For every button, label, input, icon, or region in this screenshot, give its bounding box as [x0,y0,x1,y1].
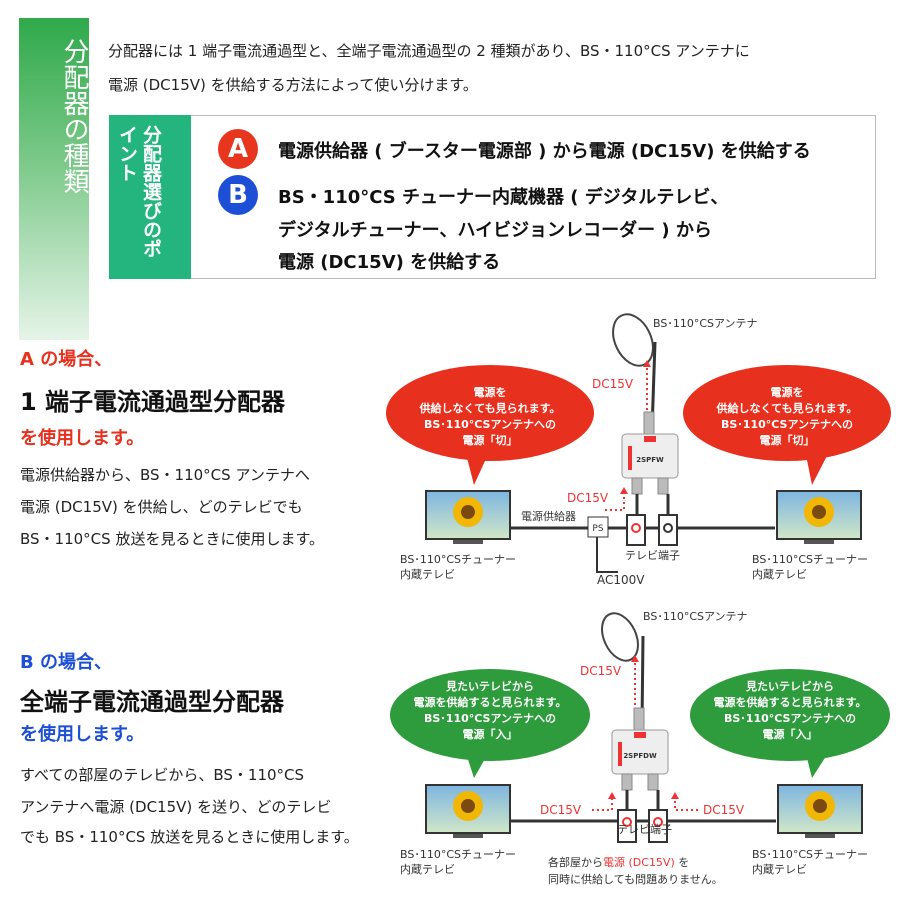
antenna-dish-icon [601,612,639,662]
diagram-label: 電源を供給すると見られます。 [414,695,567,709]
diagram-shape [386,365,594,461]
diagram-b: BS･110°CSアンテナ DC15V 見たいテレビから 電源を供給すると見られ… [390,610,890,886]
diagram-label: 内蔵テレビ [752,862,807,876]
wall-socket [626,514,646,546]
diagram-shape [674,797,698,811]
point-b-text-3: 電源 (DC15V) を供給する [278,252,501,273]
diagram-label: 電源供給器 [521,509,576,523]
point-b-text-1: BS・110°CS チューナー内蔵機器 ( デジタルテレビ、 [278,187,729,208]
diagram-shape [596,537,618,573]
diagram-label: 電源を [771,385,804,399]
note-line-1: 各部屋から電源 (DC15V) を [548,855,689,869]
diagram-shape [690,669,890,761]
section-sidebar-bar [19,18,89,340]
bubble-right: 電源を 供給しなくても見られます。 BS･110°CSアンテナへの 電源「切」 [683,365,891,485]
diagram-label: テレビ端子 [617,823,672,836]
intro-line-2: 電源 (DC15V) を供給する方法によって使い分けます。 [108,76,478,94]
diagram-label: BS･110°CSアンテナへの [724,712,856,725]
diagram-label: BS･110°CSチューナー [400,553,516,566]
diagram-label: BS･110°CSチューナー [752,553,868,566]
diagram-label: PS [592,524,603,534]
wall-socket [658,514,678,546]
diagram-shape [631,523,641,533]
point-a-text: 電源供給器 ( ブースター電源部 ) から電源 (DC15V) を供給する [278,141,811,162]
diagram-label: 電源を [474,385,507,399]
point-b-text-2: デジタルチューナー、ハイビジョンレコーダー ) から [278,220,712,241]
diagram-label: 電源「切」 [760,433,815,447]
diagram-label: DC15V [703,803,745,817]
diagram-shape [605,492,625,511]
case-b-desc-3: でも BS・110°CS 放送を見るときに使用します。 [20,828,359,846]
diagram-label: 電源「入」 [763,727,818,741]
diagram-label: BS･110°CSアンテナ [643,610,748,623]
dc-ps-label: DC15V [567,491,609,505]
diagram-shape [663,523,673,533]
diagram-a: BS･110°CSアンテナ DC15V 電源を 供給しなくても見られます。 BS… [386,313,891,587]
intro-line-1: 分配器には 1 端子電流通過型と、全端子電流通過型の 2 種類があり、BS・11… [108,42,750,60]
points-label-bg [109,115,191,279]
diagram-label: AC100V [597,573,645,587]
diagram-label: 電源「切」 [463,433,518,447]
diagram-label: BS･110°CSチューナー [752,848,868,861]
case-a-heading: A の場合、 [20,349,113,370]
points-label: 分配器選びのポイント [116,125,162,258]
diagram-label: 2SPFW [636,456,664,464]
note-line-2: 同時に供給しても問題ありません。 [548,872,723,886]
diagram-shape [390,669,590,761]
diagram-shape [683,365,891,461]
diagram-label: DC15V [580,664,622,678]
tv-left-icon [425,490,511,544]
tv-left-icon [425,784,511,838]
diagram-label: 見たいテレビから [445,679,534,693]
case-a-title: 1 端子電流通過型分配器 [20,388,286,416]
diagram-label: 内蔵テレビ [400,567,455,581]
case-b-desc-1: すべての部屋のテレビから、BS・110°CS [20,766,305,784]
diagram-label: 内蔵テレビ [400,862,455,876]
diagram-shape [653,817,663,827]
diagram-label: BS･110°CSアンテナへの [424,418,556,431]
badge-b: B [218,175,258,215]
case-b-title: 全端子電流通過型分配器 [20,688,284,716]
diagram-label: 電源を供給すると見られます。 [714,695,867,709]
diagram-shape [622,817,632,827]
diagram-label: BS･110°CSチューナー [400,848,516,861]
diagram-label: テレビ端子 [625,549,680,562]
diagram-shape [620,487,628,494]
section-title: 分配器の種類 [59,38,89,194]
case-a-subtitle: を使用します。 [20,428,145,449]
diagram-label: 電源「入」 [463,727,518,741]
case-b-heading: B の場合、 [20,652,112,673]
antenna-dish-icon [612,313,654,367]
badge-a: A [218,129,258,169]
bubble-left: 電源を 供給しなくても見られます。 BS･110°CSアンテナへの 電源「切」 [386,365,594,485]
dc-top-label: DC15V [592,377,634,391]
tv-right-icon [777,784,863,838]
bubble-right: 見たいテレビから 電源を供給すると見られます。 BS･110°CSアンテナへの … [690,669,890,778]
case-a-desc-1: 電源供給器から、BS・110°CS アンテナへ [20,466,310,484]
diagram-label: 供給しなくても見られます。 [418,401,560,415]
diagram-label: BS･110°CSアンテナへの [721,418,853,431]
diagram-label: 供給しなくても見られます。 [715,401,857,415]
case-a-desc-2: 電源 (DC15V) を供給し、どのテレビでも [20,498,303,516]
splitter-icon [621,411,679,495]
diagram-label: 内蔵テレビ [752,567,807,581]
diagram-label: DC15V [540,803,582,817]
antenna-label: BS･110°CSアンテナ [653,317,758,330]
case-a-desc-3: BS・110°CS 放送を見るときに使用します。 [20,530,324,548]
case-b-subtitle: を使用します。 [20,724,145,745]
diagram-shape [608,792,616,799]
diagram-shape [631,655,639,662]
diagram-label: 見たいテレビから [745,679,834,693]
splitter-icon [611,707,669,791]
diagram-shape [592,797,613,811]
bubble-left: 見たいテレビから 電源を供給すると見られます。 BS･110°CSアンテナへの … [390,669,590,778]
case-b-desc-2: アンテナへ電源 (DC15V) を送り、どのテレビ [20,798,332,816]
diagram-label: BS･110°CSアンテナへの [424,712,556,725]
diagram-shape [671,792,679,799]
tv-right-icon [776,490,862,544]
diagram-label: 2SPFDW [623,752,657,760]
diagram-shape [643,360,651,367]
